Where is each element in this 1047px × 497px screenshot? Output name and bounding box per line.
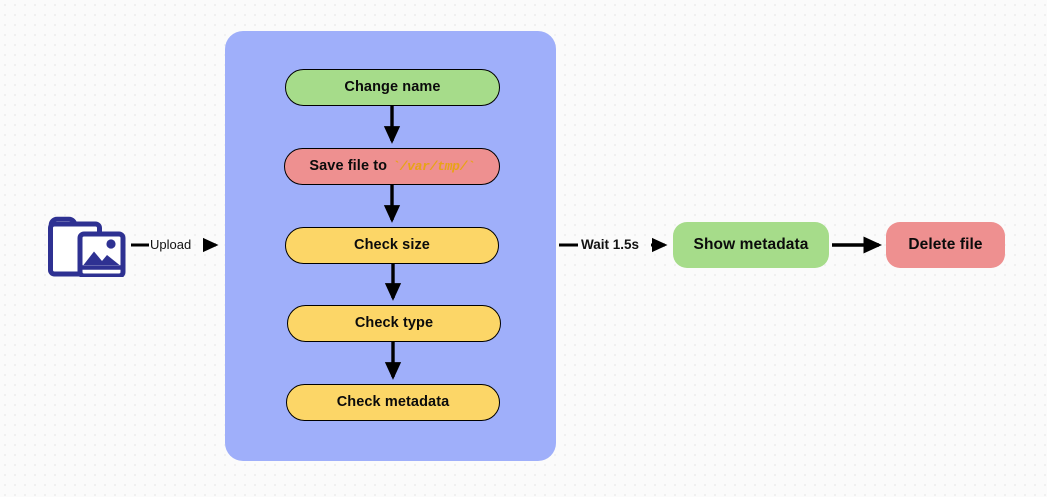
node-code-path: `/var/tmp/` [392, 159, 475, 174]
node-label: Check type [354, 315, 434, 332]
node-delete-file[interactable]: Delete file [886, 222, 1005, 268]
edge-label-upload: Upload [150, 237, 192, 252]
node-check-metadata[interactable]: Check metadata [286, 384, 500, 421]
node-change-name[interactable]: Change name [285, 69, 500, 106]
node-label: Change name [344, 79, 441, 96]
node-label: Check metadata [336, 394, 450, 411]
node-save-file[interactable]: Save file to `/var/tmp/` [284, 148, 500, 185]
file-image-icon[interactable] [47, 211, 133, 277]
node-check-type[interactable]: Check type [287, 305, 501, 342]
node-label: Show metadata [693, 236, 809, 254]
edge-label-wait: Wait 1.5s [581, 237, 640, 252]
node-show-metadata[interactable]: Show metadata [673, 222, 829, 268]
node-label: Save file to [309, 158, 388, 175]
node-label: Delete file [908, 236, 983, 254]
node-label: Check size [354, 237, 430, 254]
photo-card-shape [77, 231, 126, 277]
node-check-size[interactable]: Check size [285, 227, 499, 264]
